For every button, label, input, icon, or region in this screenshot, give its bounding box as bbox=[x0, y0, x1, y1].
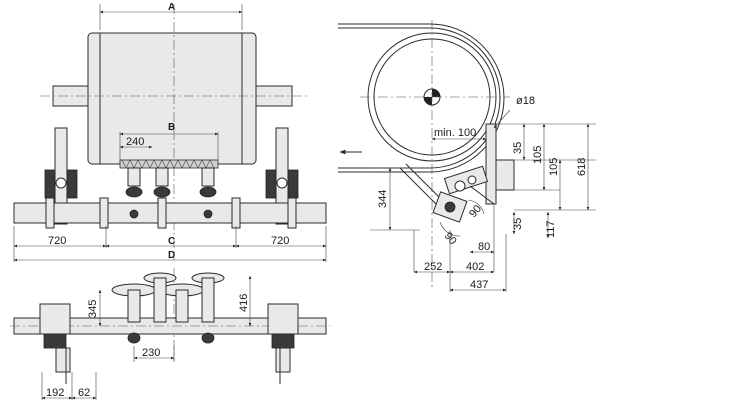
dim-240: 240 bbox=[126, 136, 144, 148]
dim-252: 252 bbox=[424, 261, 442, 273]
dim-o18: ø18 bbox=[516, 95, 535, 107]
left-tensioner bbox=[44, 169, 78, 199]
dim-105-a: 105 bbox=[532, 146, 544, 164]
dim-437: 437 bbox=[470, 279, 488, 291]
right-tensioner bbox=[265, 169, 299, 199]
dim-720-right: 720 bbox=[271, 235, 289, 247]
drum bbox=[87, 32, 257, 165]
dim-min-100: min. 100 bbox=[434, 127, 476, 139]
dim-117: 117 bbox=[545, 220, 557, 238]
dim-35-bottom: 35 bbox=[512, 218, 524, 230]
top-view: 345 416 230 192 62 bbox=[10, 268, 330, 400]
dim-62: 62 bbox=[78, 387, 90, 399]
dimension-c: 720 C 720 bbox=[13, 226, 327, 262]
side-view: ø18 min. 100 35 105 105 618 35 117 344 9… bbox=[338, 20, 596, 292]
dim-618: 618 bbox=[576, 158, 588, 176]
label-a: A bbox=[168, 2, 175, 13]
dim-345: 345 bbox=[87, 300, 99, 318]
dim-230: 230 bbox=[142, 347, 160, 359]
cross-bar bbox=[13, 202, 327, 224]
label-b: B bbox=[168, 122, 175, 133]
label-d: D bbox=[168, 250, 175, 261]
dim-416: 416 bbox=[238, 294, 250, 312]
mounting-plate bbox=[485, 123, 497, 205]
dim-80: 80 bbox=[478, 241, 490, 253]
dim-35-top: 35 bbox=[512, 142, 524, 154]
right-bracket-top bbox=[267, 303, 299, 384]
blade-holders bbox=[125, 167, 217, 198]
belt bbox=[338, 23, 505, 173]
dim-192: 192 bbox=[46, 387, 64, 399]
dim-90-b: 90 bbox=[467, 203, 484, 220]
dim-105-b: 105 bbox=[548, 158, 560, 176]
top-blade-holders bbox=[111, 272, 225, 344]
scraper-blades bbox=[119, 159, 219, 169]
dimension-d: D bbox=[13, 250, 327, 262]
dim-720-left: 720 bbox=[48, 235, 66, 247]
front-view: A B 240 bbox=[13, 2, 327, 262]
label-c: C bbox=[168, 236, 175, 247]
dim-344: 344 bbox=[377, 190, 389, 208]
dimension-a: A bbox=[99, 2, 243, 30]
dim-402: 402 bbox=[466, 261, 484, 273]
dimension-b: B 240 bbox=[119, 122, 219, 160]
blade-hub bbox=[432, 191, 468, 223]
clamps bbox=[45, 197, 297, 229]
left-bracket-top bbox=[39, 303, 71, 384]
